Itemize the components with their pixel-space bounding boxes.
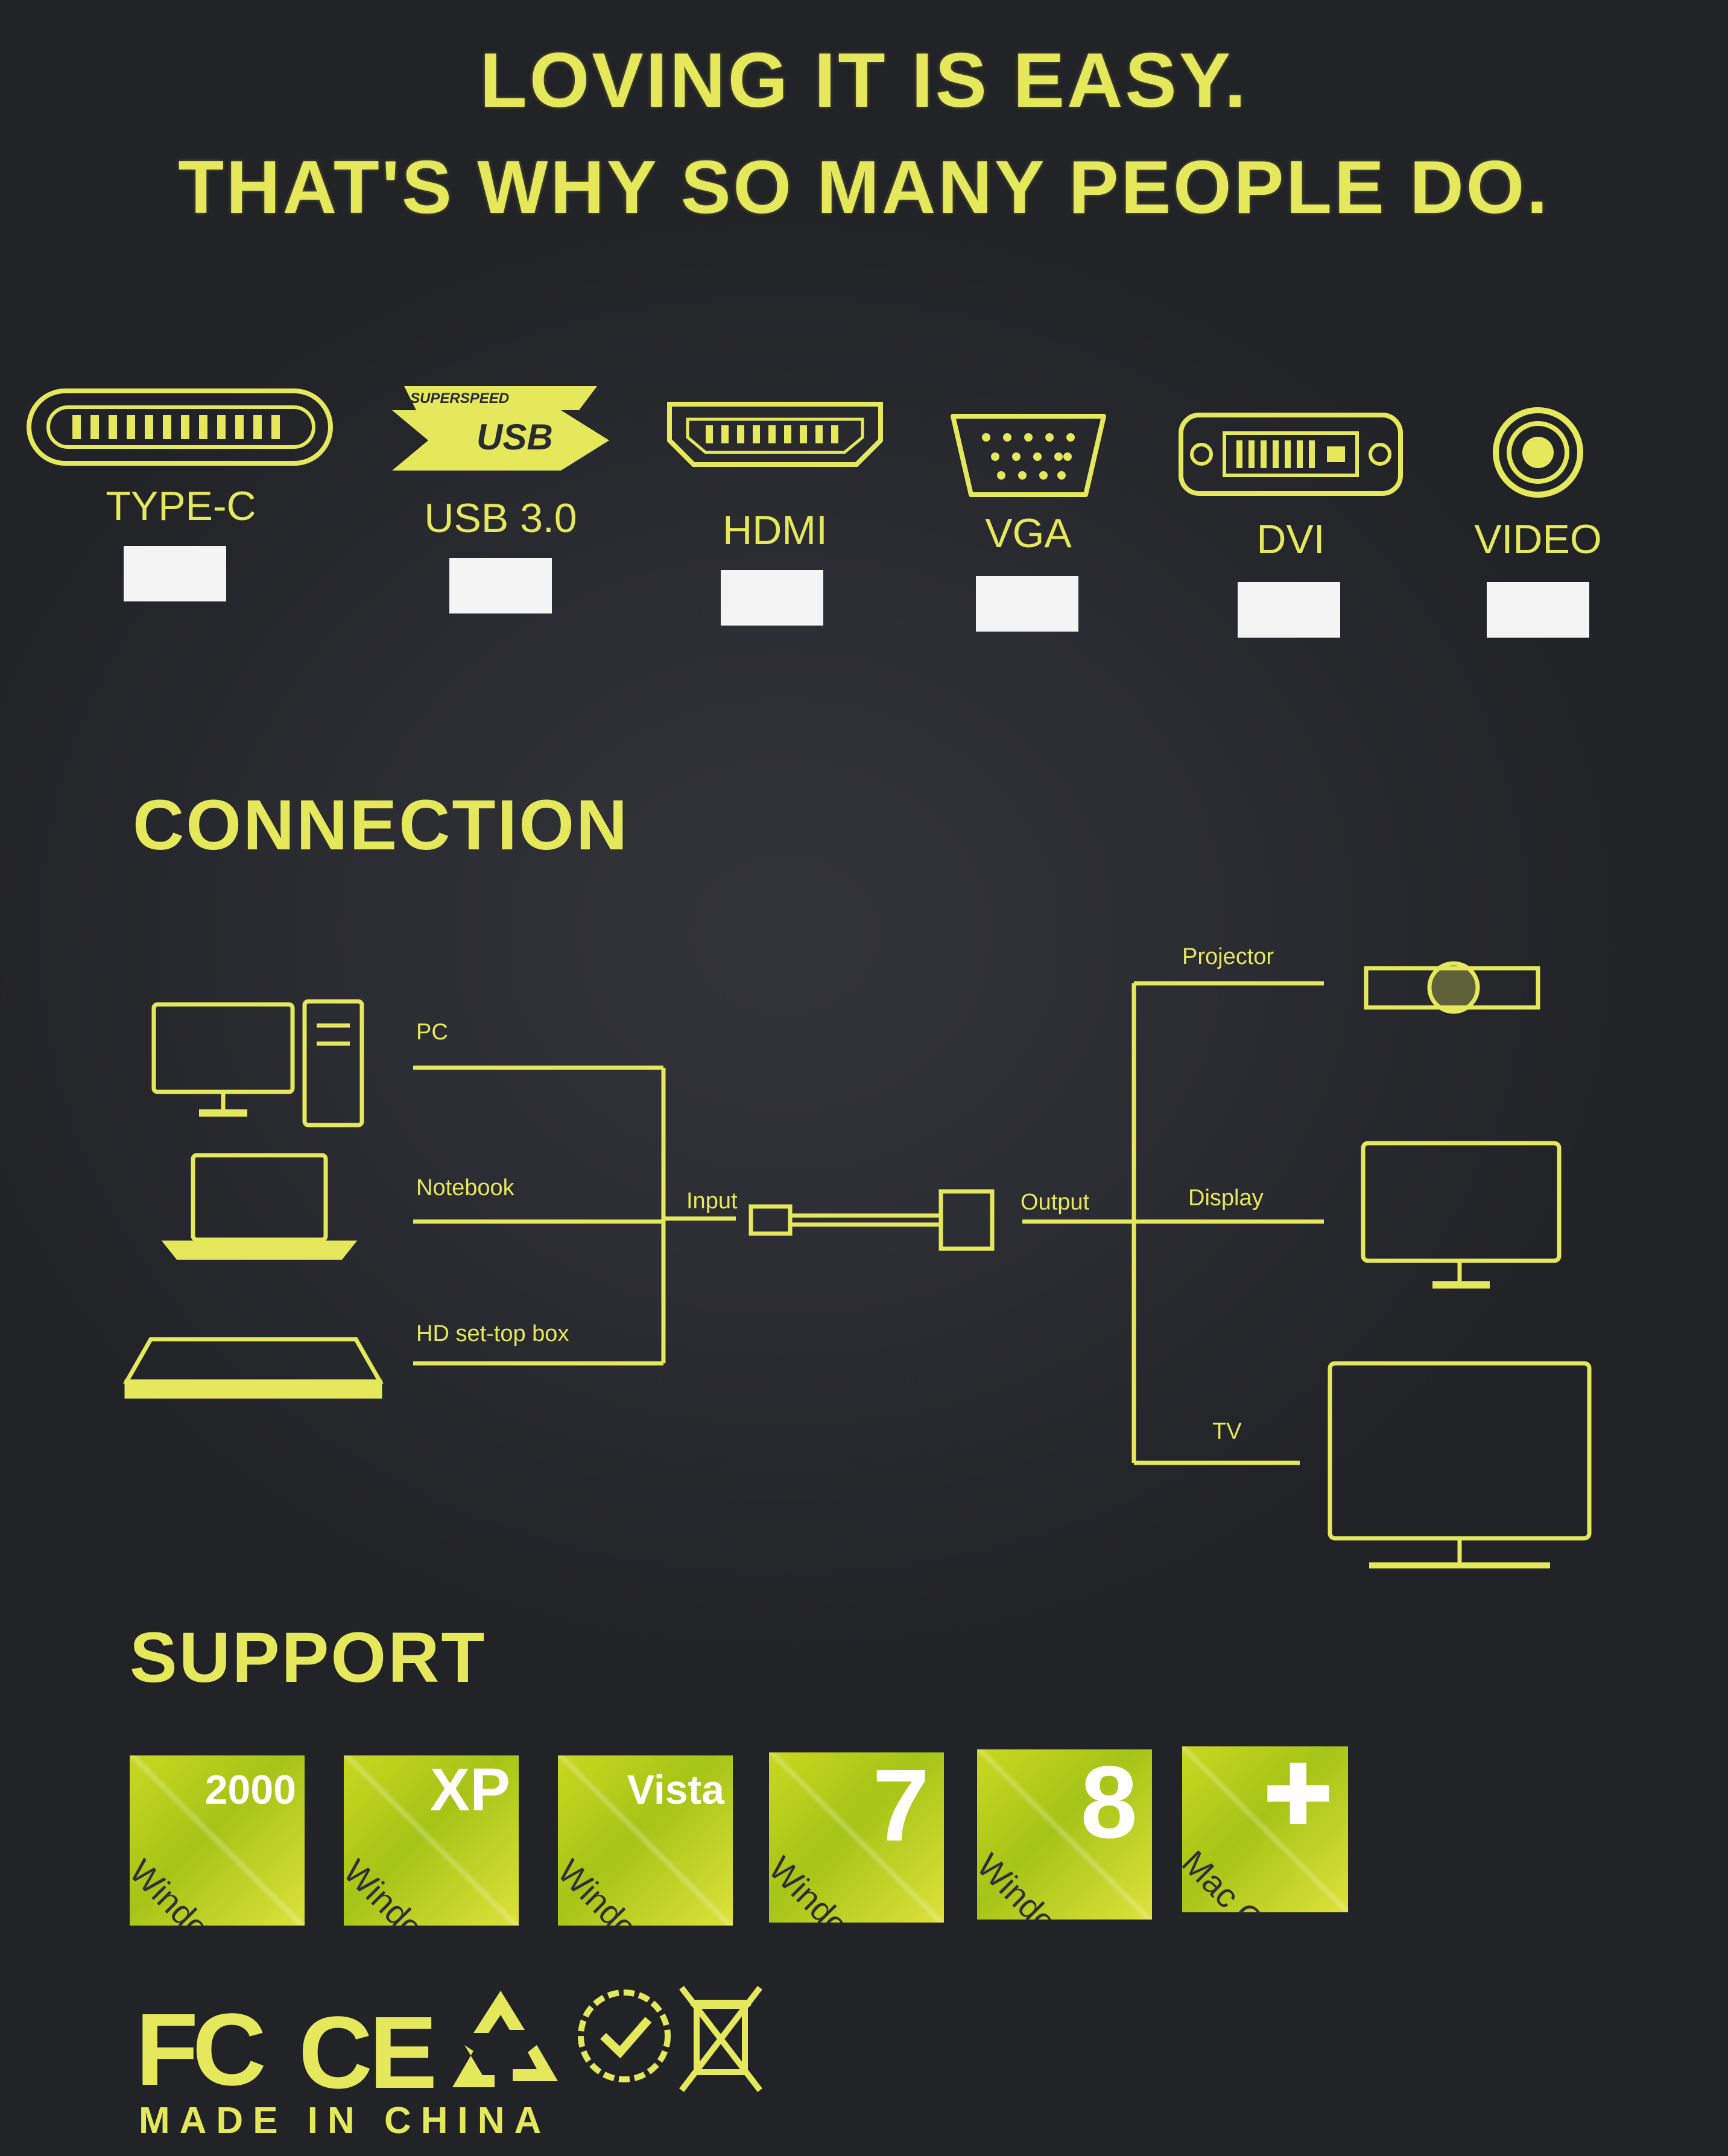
- port-vga: VGA: [947, 410, 1188, 652]
- output-label-display: Display: [1188, 1185, 1264, 1211]
- recycle-icon: [452, 1991, 558, 2087]
- mac-plus-icon: ✚: [1262, 1748, 1334, 1842]
- port-video: VIDEO: [1460, 404, 1701, 645]
- os-tile-windows-2000: 2000 Windows: [130, 1755, 305, 1926]
- output-label: Output: [1021, 1190, 1090, 1215]
- vga-icon: [951, 414, 1106, 497]
- type-c-icon: [27, 388, 333, 466]
- os-tile-windows-xp: XP Windows: [344, 1755, 519, 1926]
- weee-bin-icon: [679, 1985, 762, 2093]
- input-label-pc: PC: [416, 1019, 448, 1045]
- ce-logo: CE: [299, 1996, 437, 2110]
- port-label-video: VIDEO: [1474, 516, 1602, 562]
- port-dvi: DVI: [1176, 410, 1417, 652]
- svg-text:USB: USB: [476, 417, 553, 457]
- os-tile-windows-vista: Vista Windows: [558, 1755, 733, 1926]
- usb-3-icon: USB SUPERSPEED: [392, 386, 609, 471]
- os-version: XP: [429, 1756, 510, 1824]
- port-checkbox-dvi: [1238, 582, 1340, 638]
- connection-diagram: [122, 961, 1592, 1568]
- dvi-icon: [1179, 413, 1403, 496]
- adapter-icon: [748, 1189, 995, 1251]
- notebook-icon: [161, 1153, 358, 1260]
- headline-line-1: LOVING IT IS EASY.: [479, 37, 1249, 124]
- port-checkbox-hdmi: [721, 570, 823, 626]
- port-label-type-c: TYPE-C: [106, 483, 256, 529]
- hdmi-icon: [667, 402, 883, 467]
- input-label: Input: [686, 1188, 738, 1214]
- made-in-china: MADE IN CHINA: [139, 2100, 551, 2142]
- os-version: 2000: [204, 1767, 296, 1813]
- video-icon: [1493, 407, 1583, 498]
- port-type-c: TYPE-C: [24, 386, 333, 627]
- port-checkbox-type-c: [124, 546, 226, 601]
- os-version: 8: [1080, 1749, 1138, 1860]
- port-label-dvi: DVI: [1256, 516, 1325, 562]
- port-checkbox-vga: [976, 576, 1078, 632]
- port-label-vga: VGA: [985, 510, 1072, 556]
- support-title: SUPPORT: [130, 1618, 487, 1698]
- connection-title: CONNECTION: [133, 785, 630, 865]
- display-icon: [1361, 1141, 1562, 1289]
- os-tile-windows-8: 8 Windows: [977, 1749, 1152, 1920]
- port-usb-3: USB SUPERSPEED USB 3.0: [380, 374, 621, 615]
- port-label-usb-3: USB 3.0: [424, 495, 577, 541]
- port-label-hdmi: HDMI: [723, 507, 828, 553]
- os-tile-mac-os: ✚ Mac OS: [1182, 1746, 1348, 1912]
- port-checkbox-video: [1487, 582, 1589, 638]
- fcc-logo: FC: [136, 1993, 267, 2107]
- port-hdmi: HDMI: [663, 398, 905, 639]
- set-top-box-icon: [122, 1337, 384, 1399]
- os-version: Vista: [627, 1767, 724, 1813]
- svg-text:SUPERSPEED: SUPERSPEED: [410, 390, 509, 407]
- projector-icon: [1364, 961, 1540, 1014]
- tv-icon: [1328, 1361, 1592, 1568]
- input-label-set-top-box: HD set-top box: [416, 1321, 569, 1346]
- os-tile-windows-7: 7 Windows: [769, 1752, 944, 1923]
- output-label-projector: Projector: [1182, 944, 1274, 969]
- rohs-icon: [578, 1990, 671, 2082]
- output-label-tv: TV: [1212, 1419, 1242, 1444]
- input-label-notebook: Notebook: [416, 1175, 514, 1200]
- os-version: 7: [872, 1752, 929, 1863]
- port-checkbox-usb-3: [449, 558, 552, 614]
- headline-line-2: THAT'S WHY SO MANY PEOPLE DO.: [178, 146, 1550, 229]
- pc-icon: [151, 999, 364, 1127]
